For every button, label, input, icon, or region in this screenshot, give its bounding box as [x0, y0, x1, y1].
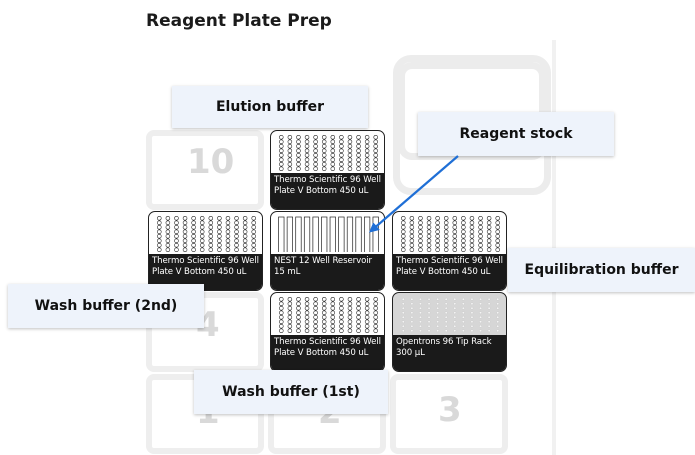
well-grid	[279, 297, 378, 333]
callout-wash-buffer-1st: Wash buffer (1st)	[194, 370, 388, 414]
tip-grid	[401, 297, 500, 333]
labware-slot-5[interactable]: Thermo Scientific 96 Well Plate V Bottom…	[270, 292, 385, 372]
slot-number-10: 10	[187, 142, 235, 182]
well-grid	[279, 135, 378, 171]
callout-elution-buffer: Elution buffer	[172, 86, 368, 128]
labware-label: NEST 12 Well Reservoir 15 mL	[271, 254, 384, 290]
callout-reagent-stock: Reagent stock	[418, 112, 614, 156]
callout-equilibration-buffer: Equilibration buffer	[508, 248, 695, 292]
well-grid	[157, 216, 256, 252]
labware-label: Thermo Scientific 96 Well Plate V Bottom…	[271, 173, 384, 209]
page-title: Reagent Plate Prep	[146, 11, 332, 31]
reservoir-columns	[278, 216, 379, 252]
labware-label: Thermo Scientific 96 Well Plate V Bottom…	[271, 335, 384, 371]
labware-slot-11[interactable]: Thermo Scientific 96 Well Plate V Bottom…	[270, 130, 385, 210]
slot-number-3: 3	[438, 390, 462, 430]
labware-slot-6[interactable]: Opentrons 96 Tip Rack 300 µL	[392, 292, 507, 372]
deck-slot-3	[390, 374, 508, 454]
deck-border	[552, 40, 556, 455]
callout-wash-buffer-2nd: Wash buffer (2nd)	[8, 284, 204, 328]
labware-slot-7[interactable]: Thermo Scientific 96 Well Plate V Bottom…	[148, 211, 263, 291]
labware-label: Thermo Scientific 96 Well Plate V Bottom…	[393, 254, 506, 290]
labware-slot-8[interactable]: NEST 12 Well Reservoir 15 mL	[270, 211, 385, 291]
well-grid	[401, 216, 500, 252]
labware-label: Opentrons 96 Tip Rack 300 µL	[393, 335, 506, 371]
labware-slot-9[interactable]: Thermo Scientific 96 Well Plate V Bottom…	[392, 211, 507, 291]
deck-slot-10	[146, 130, 264, 210]
